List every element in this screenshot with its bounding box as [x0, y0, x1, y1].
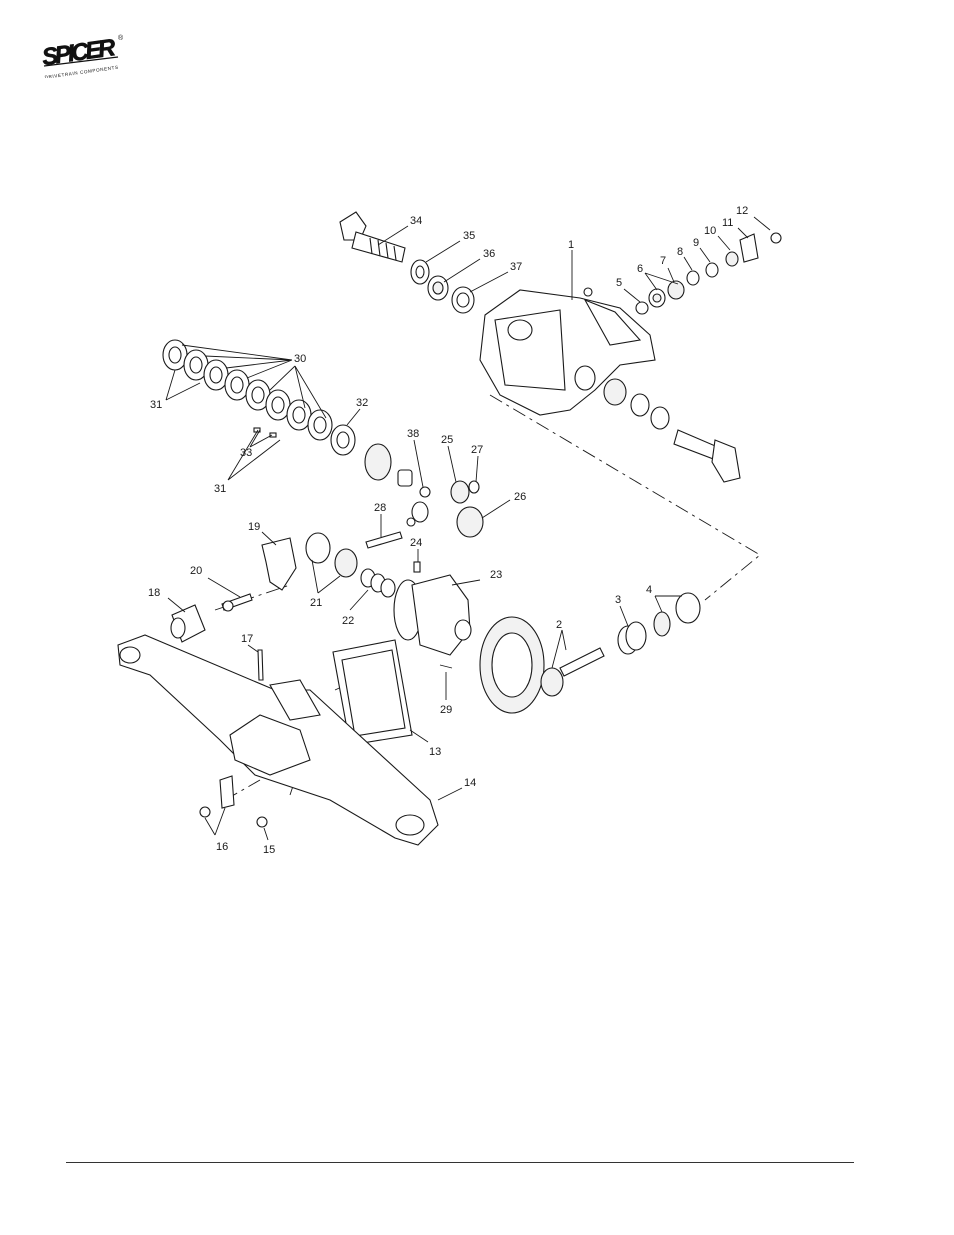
callout-37: 37 [510, 261, 522, 273]
callout-12: 12 [736, 205, 748, 217]
part-16-bracket [199, 775, 235, 818]
assembly-line-housing [489, 394, 761, 601]
callout-23: 23 [490, 569, 502, 581]
callout-4: 4 [646, 584, 652, 596]
part-26-side-gear [406, 501, 484, 538]
part-38-washer [419, 486, 431, 498]
callout-1: 1 [568, 239, 574, 251]
part-18-bushing [170, 604, 206, 643]
callout-22: 22 [342, 615, 354, 627]
leader-lines [165, 216, 771, 841]
part-24-pin [413, 561, 421, 573]
callout-38: 38 [407, 428, 419, 440]
callout-13: 13 [429, 746, 441, 758]
callout-32: 32 [356, 397, 368, 409]
callout-18: 18 [148, 587, 160, 599]
part-10-nut [725, 251, 739, 267]
part-19-bearing-cap [261, 537, 297, 591]
callout-24: 24 [410, 537, 422, 549]
callout-25: 25 [441, 434, 453, 446]
part-12-nut [770, 232, 782, 244]
part-15-screw [256, 816, 268, 828]
part-11-yoke [739, 233, 759, 263]
callout-30: 30 [294, 353, 306, 365]
part-25-pinion-gear [450, 480, 470, 504]
part-23-differential-case [393, 574, 472, 656]
callout-35: 35 [463, 230, 475, 242]
part-28-cross-shaft [365, 531, 403, 549]
callout-16: 16 [216, 841, 228, 853]
part-33-pins [253, 427, 277, 438]
part-37-bearing-cup [451, 286, 475, 314]
callout-21: 21 [310, 597, 322, 609]
part-6-bearing [648, 288, 666, 308]
callout-3: 3 [615, 594, 621, 606]
part-22-shims [360, 568, 396, 598]
part-5-seal [635, 301, 649, 315]
callout-10: 10 [704, 225, 716, 237]
callout-17: 17 [241, 633, 253, 645]
callout-19: 19 [248, 521, 260, 533]
callout-9: 9 [693, 237, 699, 249]
housing-side-bearing [603, 378, 670, 430]
part-17-stud [257, 649, 264, 681]
part-7-gear [667, 280, 685, 300]
callout-8: 8 [677, 246, 683, 258]
part-2-drive-pinion [540, 647, 605, 697]
part-35-seal [410, 259, 430, 285]
part-20-bolt [221, 593, 253, 612]
callout-31-upper: 31 [150, 399, 162, 411]
callout-33: 33 [240, 447, 252, 459]
callout-28: 28 [374, 502, 386, 514]
callout-29: 29 [440, 704, 452, 716]
callout-11: 11 [722, 217, 733, 229]
callout-7: 7 [660, 255, 666, 267]
callout-34: 34 [410, 215, 422, 227]
part-29-snap-ring [439, 664, 453, 669]
part-9-washer [705, 262, 719, 278]
part-21-bearing [305, 532, 358, 578]
callout-15: 15 [263, 844, 275, 856]
part-spacer [397, 469, 413, 487]
part-4-bearing [653, 592, 701, 637]
callout-6: 6 [637, 263, 643, 275]
part-30-31-clutch-plates [162, 339, 356, 456]
callout-14: 14 [464, 777, 476, 789]
output-shaft [673, 429, 741, 483]
part-ring-gear [479, 616, 545, 714]
part-13-gasket [332, 639, 413, 746]
part-34-axle-shaft [339, 211, 406, 263]
callout-31-lower: 31 [214, 483, 226, 495]
part-27-washer [468, 480, 480, 494]
part-3-spacer [617, 621, 647, 655]
logo-registered: ® [118, 34, 124, 42]
callout-26: 26 [514, 491, 526, 503]
spicer-logo: SPICER ® DRIVETRAIN COMPONENTS [40, 34, 124, 78]
part-14-axle-beam [117, 634, 439, 846]
callout-20: 20 [190, 565, 202, 577]
callout-27: 27 [471, 444, 483, 456]
part-side-gear [364, 443, 392, 481]
part-8-washer [686, 270, 700, 286]
callout-5: 5 [616, 277, 622, 289]
footer-rule [66, 1162, 854, 1163]
part-1-carrier-housing [479, 287, 656, 416]
callout-36: 36 [483, 248, 495, 260]
callout-2: 2 [556, 619, 562, 631]
part-36-bearing [427, 275, 449, 301]
